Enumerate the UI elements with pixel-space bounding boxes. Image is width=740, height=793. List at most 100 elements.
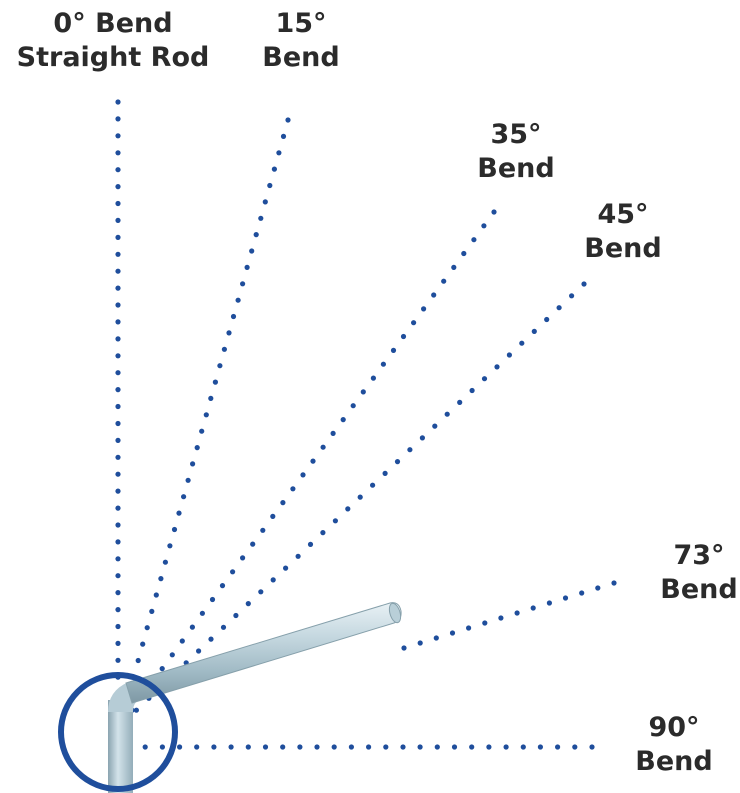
guide-dot-45-degree [481, 376, 488, 382]
guide-dot-15-degree [140, 641, 146, 647]
guide-dot-35-degree [461, 250, 467, 257]
guide-dot-90-degree [537, 744, 544, 750]
guide-dot-15-degree [235, 297, 241, 303]
guide-dot-35-degree [441, 278, 447, 284]
guide-dot-73-degree [514, 610, 520, 616]
guide-dot-45-degree [345, 506, 351, 512]
guide-dot-45-degree [407, 447, 413, 453]
guide-dot-73-degree [482, 620, 488, 626]
guide-dot-0-degree [115, 150, 121, 156]
guide-dot-45-degree [432, 423, 438, 429]
guide-dot-90-degree [555, 744, 561, 750]
guide-dot-73-degree [562, 595, 569, 601]
guide-dot-73-degree [611, 580, 617, 586]
label-90-degree-bend: 90° Bend [635, 711, 712, 779]
guide-dot-90-degree [331, 744, 337, 750]
guide-dot-35-degree [179, 638, 185, 644]
guide-dot-90-degree [314, 744, 320, 750]
guide-dot-45-degree [506, 352, 512, 358]
label-90-line1: 90° [648, 712, 700, 743]
guide-dot-35-degree [380, 361, 386, 367]
guide-dot-90-degree [486, 744, 492, 750]
guide-dot-45-degree [245, 601, 251, 607]
label-35-degree-bend: 35° Bend [477, 118, 554, 186]
guide-dot-35-degree [250, 541, 256, 547]
guide-dot-0-degree [115, 437, 121, 443]
bent-rod [108, 602, 402, 793]
guide-dot-15-degree [285, 117, 291, 123]
guide-dot-90-degree [142, 744, 148, 750]
guide-dot-0-degree [115, 556, 121, 562]
label-0-degree-bend: 0° Bend Straight Rod [17, 7, 210, 75]
guide-dot-15-degree [249, 248, 255, 254]
guide-dot-0-degree [115, 116, 121, 122]
guide-dot-35-degree [199, 610, 205, 616]
guide-dot-0-degree [115, 353, 121, 359]
guide-dot-15-degree [158, 576, 164, 582]
guide-dot-0-degree [115, 167, 121, 173]
guide-dot-73-degree [530, 605, 536, 611]
guide-dot-45-degree [569, 293, 575, 299]
guide-dot-73-degree [498, 615, 504, 621]
guide-dot-15-degree [276, 150, 282, 156]
guide-dot-15-degree [203, 412, 209, 418]
guide-dot-90-degree [469, 744, 475, 750]
guide-dot-15-degree [194, 445, 200, 451]
guide-dot-15-degree [217, 363, 223, 369]
guide-dot-90-degree [503, 744, 509, 750]
guide-dot-0-degree [115, 640, 121, 647]
guide-dot-45-degree [357, 494, 363, 500]
guide-dot-73-degree [546, 600, 553, 606]
guide-dot-90-degree [520, 744, 526, 750]
guide-dot-15-degree [176, 510, 182, 516]
guide-dot-90-degree [262, 744, 269, 750]
guide-dot-15-degree [212, 379, 218, 385]
guide-dot-15-degree [181, 494, 187, 500]
guide-dot-35-degree [481, 223, 487, 229]
guide-dot-45-degree [258, 589, 264, 595]
guide-dot-90-degree [400, 744, 406, 750]
guide-dot-15-degree [221, 346, 227, 352]
dotted-angle-guides [115, 99, 617, 750]
guide-dot-45-degree [457, 399, 463, 405]
label-73-degree-bend: 73° Bend [660, 539, 737, 607]
guide-dot-73-degree [433, 635, 439, 641]
guide-dot-35-degree [209, 596, 216, 603]
guide-dot-45-degree [382, 470, 388, 476]
guide-dot-35-degree [421, 306, 427, 312]
guide-dot-0-degree [115, 133, 121, 139]
guide-dot-45-degree [307, 541, 314, 548]
guide-dot-90-degree [366, 744, 372, 750]
guide-dot-0-degree [115, 657, 121, 663]
guide-dot-90-degree [297, 744, 303, 750]
guide-dot-15-degree [153, 592, 159, 598]
guide-dot-15-degree [208, 395, 214, 401]
guide-dot-90-degree [348, 744, 354, 750]
guide-dot-90-degree [451, 744, 458, 750]
guide-dot-90-degree [177, 744, 183, 750]
guide-dot-35-degree [411, 320, 417, 326]
guide-dot-45-degree [544, 316, 550, 323]
guide-dot-45-degree [196, 648, 202, 654]
guide-dot-15-degree [244, 264, 250, 270]
label-45-line2: Bend [584, 233, 662, 264]
guide-dot-0-degree [115, 184, 121, 190]
label-15-line1: 15° [275, 8, 327, 39]
guide-dot-90-degree [194, 744, 200, 750]
guide-dot-45-degree [469, 387, 475, 394]
guide-dot-45-degree [494, 364, 500, 370]
guide-dot-45-degree [220, 624, 227, 630]
guide-dot-15-degree [167, 543, 173, 549]
guide-dot-90-degree [245, 744, 251, 750]
guide-dot-90-degree [383, 744, 389, 750]
guide-dot-15-degree [258, 215, 264, 221]
guide-dot-35-degree [230, 569, 236, 575]
guide-dot-0-degree [115, 623, 121, 630]
guide-dot-0-degree [115, 505, 121, 511]
guide-dot-35-degree [169, 652, 175, 658]
guide-dot-73-degree [401, 645, 407, 651]
label-15-line2: Bend [262, 42, 340, 73]
guide-dot-0-degree [115, 302, 121, 308]
guide-dot-35-degree [159, 666, 165, 672]
